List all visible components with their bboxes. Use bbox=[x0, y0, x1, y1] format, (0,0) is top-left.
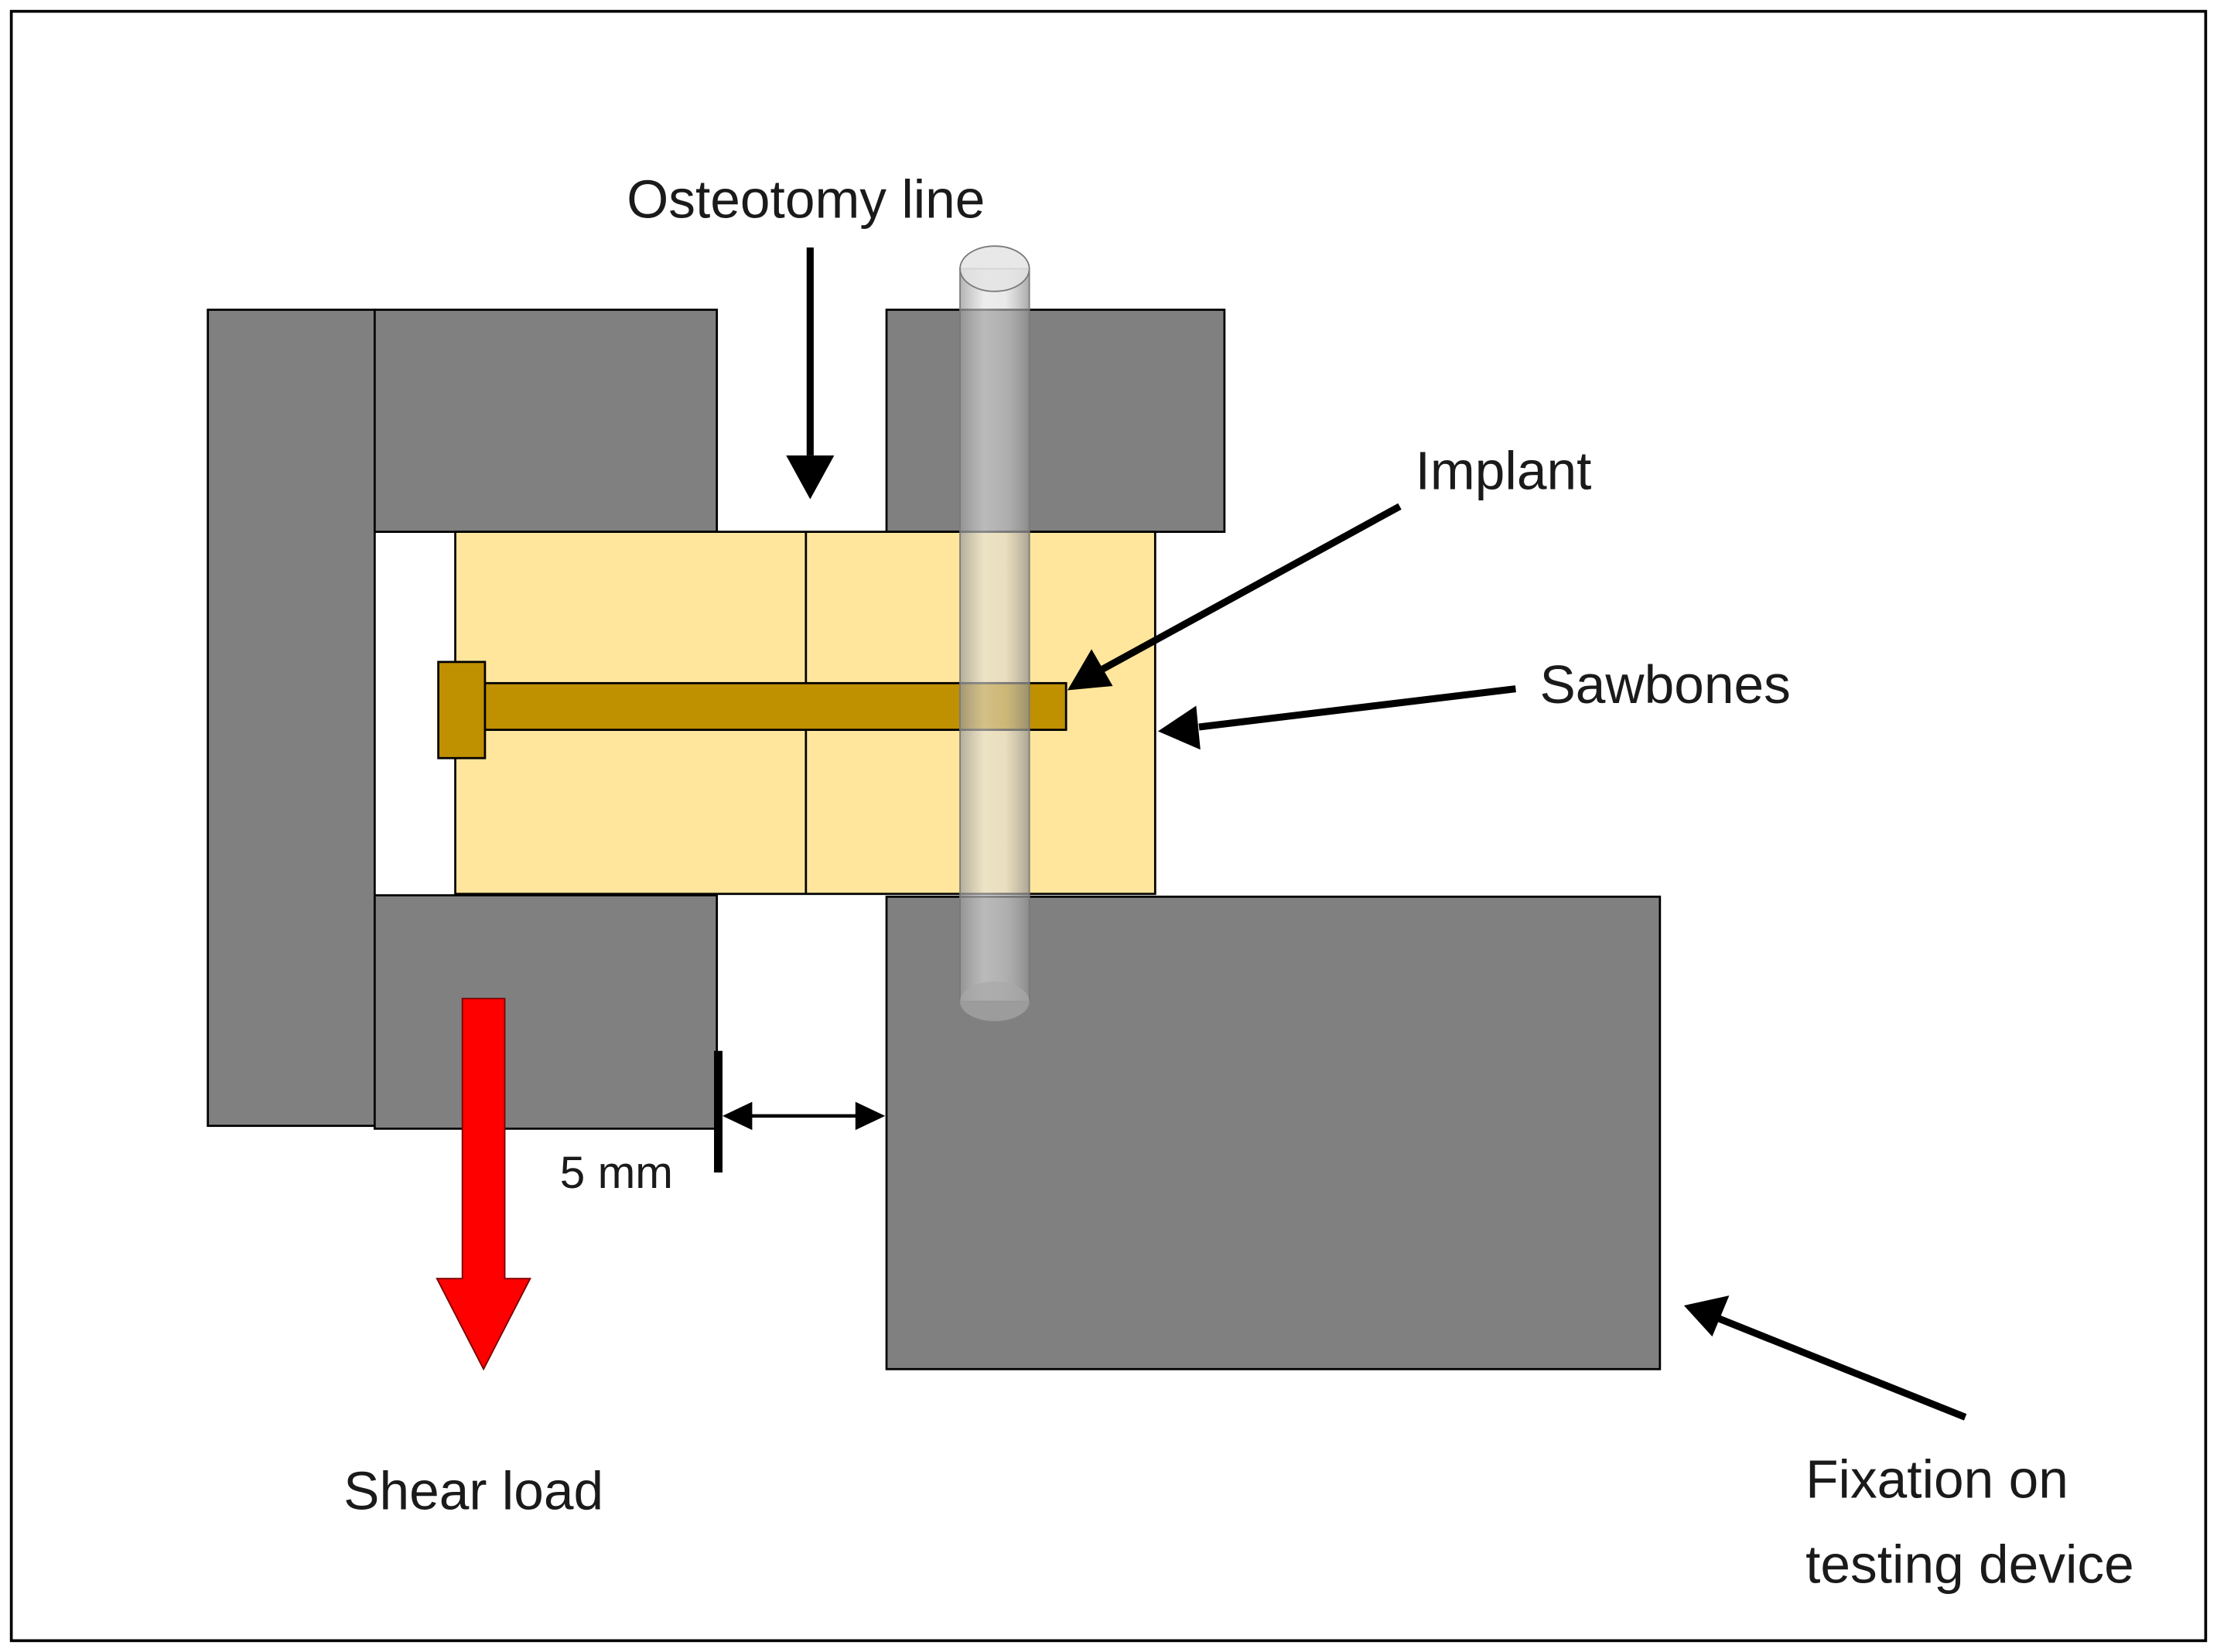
fixation-arrow bbox=[1683, 1295, 1967, 1421]
clamp-vertical-bar bbox=[207, 309, 376, 1128]
shear-load-label: Shear load bbox=[343, 1460, 603, 1521]
shear-load-arrow bbox=[436, 998, 531, 1371]
implant-label: Implant bbox=[1416, 441, 1592, 501]
left-clamp-fixture bbox=[207, 309, 719, 1130]
fixation-label-line1: Fixation on bbox=[1805, 1449, 2068, 1510]
implant-head bbox=[437, 660, 487, 759]
osteotomy-line-label: Osteotomy line bbox=[627, 169, 985, 230]
osteotomy-arrow bbox=[786, 247, 835, 500]
fixation-pin bbox=[959, 245, 1030, 1022]
sawbones-arrow bbox=[1157, 685, 1516, 750]
clamp-bottom-jaw-left bbox=[373, 894, 719, 1130]
implant-arrow bbox=[1067, 503, 1402, 691]
clamp-top-jaw-left bbox=[373, 309, 719, 533]
sawbones-label: Sawbones bbox=[1539, 654, 1790, 715]
fixation-label-line2: testing device bbox=[1805, 1534, 2134, 1594]
gap-dimension bbox=[714, 1050, 886, 1173]
gap-label: 5 mm bbox=[560, 1148, 673, 1198]
clamp-top-jaw-right bbox=[885, 309, 1226, 533]
